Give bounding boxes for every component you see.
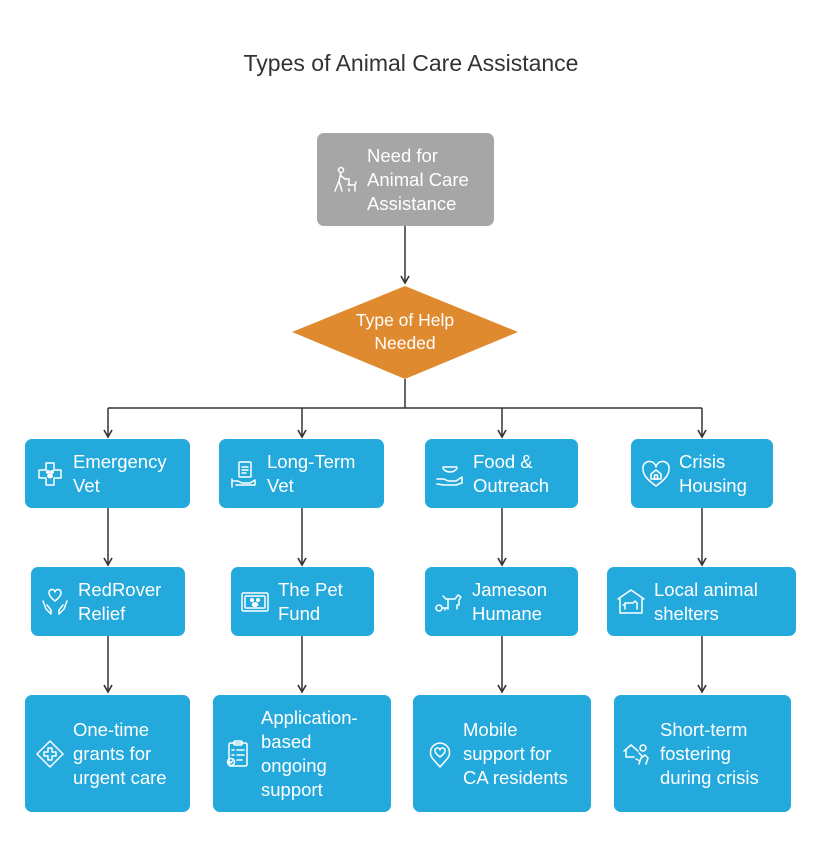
category-label-2: Long-Term Vet	[267, 450, 356, 496]
provider-label-1: RedRover Relief	[78, 578, 162, 624]
provider-node-2: The Pet Fund	[231, 567, 374, 636]
category-label-4: Crisis Housing	[679, 450, 747, 496]
dog-key-icon	[434, 587, 464, 617]
decision-diamond	[292, 286, 518, 379]
provider-node-3: Jameson Humane	[425, 567, 578, 636]
heart-house-icon	[641, 459, 671, 489]
detail-label-4: Short-term fostering during crisis	[660, 718, 759, 788]
detail-label-2: Application- based ongoing support	[261, 706, 358, 800]
decision-label: Type of Help Needed	[355, 310, 455, 353]
provider-node-4: Local animal shelters	[607, 567, 796, 636]
clipboard-hand-icon	[229, 459, 259, 489]
detail-label-1: One-time grants for urgent care	[73, 718, 167, 788]
detail-node-4: Short-term fostering during crisis	[614, 695, 791, 812]
provider-node-1: RedRover Relief	[31, 567, 185, 636]
bowl-hand-icon	[435, 459, 465, 489]
heart-location-icon	[425, 739, 455, 769]
detail-node-1: One-time grants for urgent care	[25, 695, 190, 812]
hands-holding-heart-icon	[40, 587, 70, 617]
root-node: Need for Animal Care Assistance	[317, 133, 494, 226]
category-node-4: Crisis Housing	[631, 439, 773, 508]
house-pets-icon	[622, 739, 652, 769]
category-label-3: Food & Outreach	[473, 450, 550, 496]
checklist-icon	[223, 739, 253, 769]
detail-label-3: Mobile support for CA residents	[463, 718, 568, 788]
category-label-1: Emergency Vet	[73, 450, 167, 496]
paw-money-icon	[240, 587, 270, 617]
detail-node-3: Mobile support for CA residents	[413, 695, 591, 812]
provider-label-2: The Pet Fund	[278, 578, 343, 624]
diagram-title: Types of Animal Care Assistance	[243, 50, 579, 76]
root-label: Need for Animal Care Assistance	[367, 144, 469, 214]
category-node-2: Long-Term Vet	[219, 439, 384, 508]
category-node-3: Food & Outreach	[425, 439, 578, 508]
detail-node-2: Application- based ongoing support	[213, 695, 391, 812]
provider-label-3: Jameson Humane	[472, 578, 548, 624]
provider-label-4: Local animal shelters	[654, 578, 758, 624]
diamond-cross-icon	[35, 739, 65, 769]
shelter-dog-icon	[616, 587, 646, 617]
person-walking-dog-icon	[329, 165, 359, 195]
medical-cross-paw-icon	[35, 459, 65, 489]
category-node-1: Emergency Vet	[25, 439, 190, 508]
